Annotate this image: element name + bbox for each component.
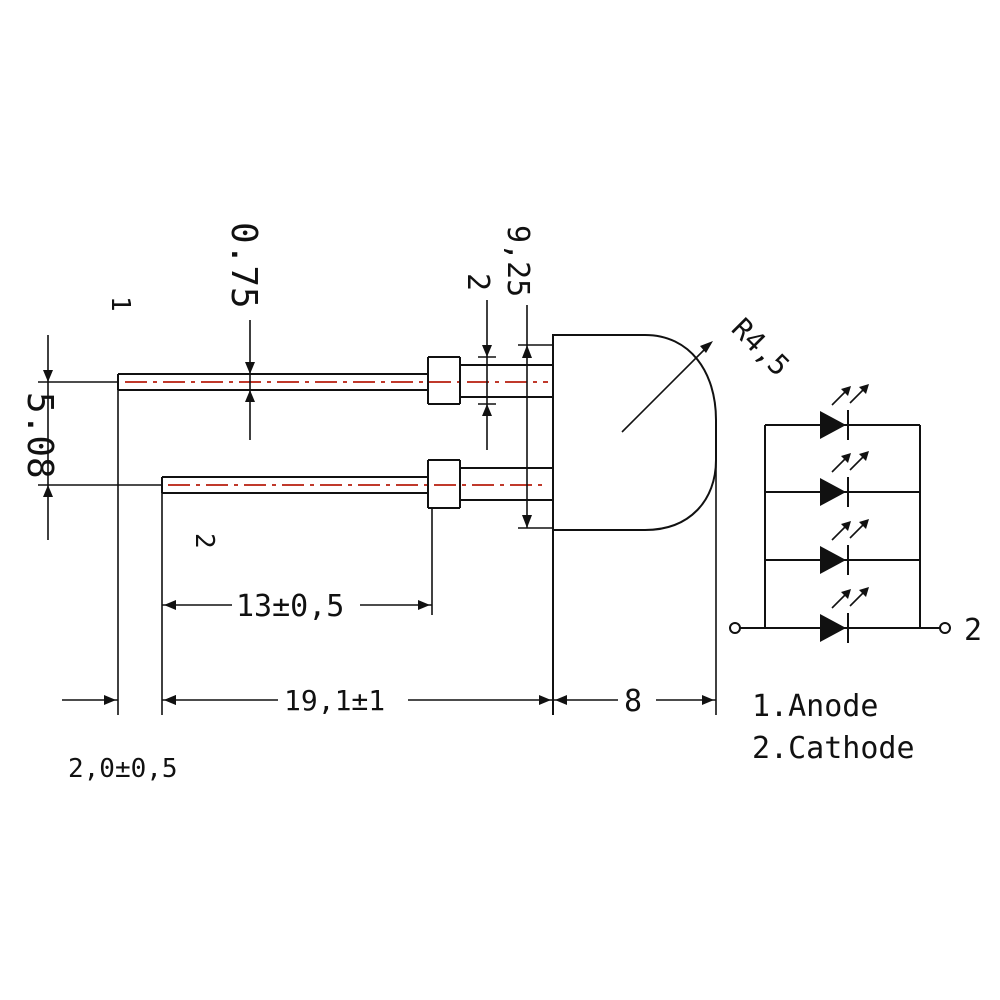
lead-spacing-dimension	[38, 335, 162, 540]
lead-offset-dimension	[62, 695, 176, 705]
schematic-terminal-label: 2	[964, 613, 982, 648]
dim-standoff: 13±0,5	[236, 589, 344, 624]
dim-lead-width: 0.75	[223, 222, 264, 309]
radius-leader	[621, 341, 713, 433]
pin-1-label: 1	[105, 296, 135, 312]
dim-body-length: 8	[624, 684, 642, 719]
dim-radius: R4,5	[725, 312, 796, 383]
dim-lead-offset: 2,0±0,5	[68, 754, 178, 784]
lead-1	[117, 373, 548, 391]
legend-anode: 1.Anode	[752, 689, 878, 724]
led-body	[552, 334, 717, 715]
led-diode-symbol	[765, 384, 920, 440]
legend-cathode: 2.Cathode	[752, 731, 915, 766]
led-diode-symbol	[765, 519, 920, 575]
dim-lead-spacing: 5.08	[19, 392, 60, 479]
dim-body-step: 2	[460, 273, 495, 291]
lead-2	[161, 476, 548, 494]
step-dimension	[478, 300, 496, 450]
led-diode-symbol	[765, 451, 920, 507]
lead-width-dimension	[245, 320, 255, 440]
body-length-dimension	[553, 695, 716, 705]
standoff-dimension	[162, 600, 432, 610]
dim-flange-height: 9,25	[500, 225, 535, 297]
lead-2-collar	[427, 459, 553, 509]
flange-dimension	[518, 305, 553, 529]
dim-lead-length: 19,1±1	[284, 684, 385, 717]
led-array-schematic	[729, 384, 951, 643]
lead-1-collar	[427, 356, 553, 405]
extension-lines	[117, 390, 717, 715]
pin-2-label: 2	[189, 533, 219, 549]
led-diode-symbol	[820, 587, 869, 643]
